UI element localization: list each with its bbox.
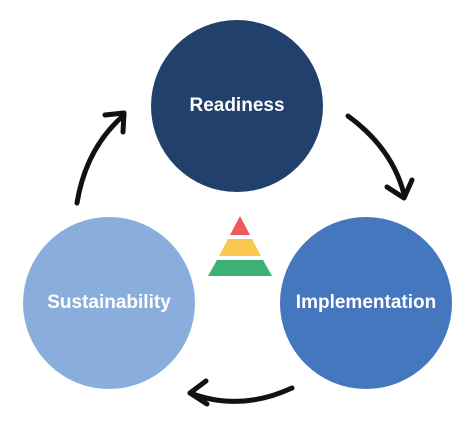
arrow-implementation-to-sustainability-shaft	[187, 385, 295, 404]
arrow-readiness-to-implementation-head	[384, 177, 415, 201]
node-implementation: Implementation	[280, 217, 452, 389]
node-sustainability-label: Sustainability	[47, 292, 171, 313]
pyramid-tier-middle	[219, 239, 261, 256]
arrow-implementation-to-sustainability	[187, 378, 295, 407]
pyramid-icon	[208, 216, 272, 276]
arrow-readiness-to-implementation-shaft	[345, 113, 407, 197]
pyramid-tier-bottom	[208, 260, 272, 276]
arrow-sustainability-to-readiness-head	[102, 110, 127, 135]
pyramid-tier-top	[230, 216, 250, 235]
node-sustainability-circle	[23, 217, 195, 389]
node-readiness-label: Readiness	[189, 95, 284, 116]
arrow-readiness-to-implementation	[345, 113, 415, 201]
node-readiness-circle	[151, 20, 323, 192]
arrow-implementation-to-sustainability-head	[187, 378, 210, 407]
node-implementation-circle	[280, 217, 452, 389]
node-readiness: Readiness	[151, 20, 323, 192]
node-sustainability: Sustainability	[23, 217, 195, 389]
node-implementation-label: Implementation	[296, 292, 436, 313]
arrow-sustainability-to-readiness	[74, 110, 127, 206]
arrow-sustainability-to-readiness-shaft	[74, 112, 127, 206]
